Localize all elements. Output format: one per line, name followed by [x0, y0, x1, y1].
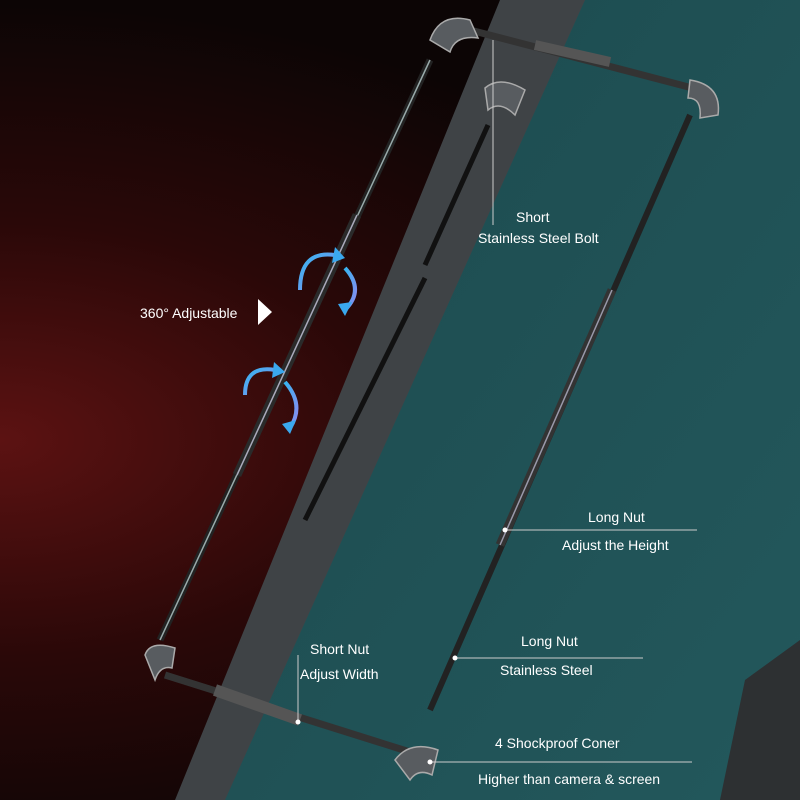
corner-sublabel: Higher than camera & screen — [478, 771, 661, 787]
pointer-triangle-icon — [258, 299, 272, 325]
bolt-label: Short — [516, 209, 550, 225]
corner-bumper — [144, 17, 720, 782]
rotate-arrow-icon — [272, 247, 352, 434]
long-nut-sublabel: Adjust the Height — [562, 537, 669, 553]
adjustable-label: 360° Adjustable — [140, 305, 238, 321]
long-nut-label-2: Long Nut — [521, 633, 578, 649]
long-nut-label: Long Nut — [588, 509, 645, 525]
corner-label: 4 Shockproof Coner — [495, 735, 620, 751]
leader-lines — [297, 40, 697, 763]
right-rod — [427, 113, 693, 712]
top-rod — [469, 26, 701, 94]
phone-screen — [225, 0, 800, 800]
long-nut-sublabel-2: Stainless Steel — [500, 662, 593, 678]
phone-frame — [175, 0, 600, 800]
bottom-rod — [163, 671, 412, 756]
phone-edge-right — [720, 640, 800, 800]
short-nut-label: Short Nut — [310, 641, 370, 657]
bolt-sublabel: Stainless Steel Bolt — [478, 230, 599, 246]
short-nut-sublabel: Adjust Width — [300, 666, 379, 682]
